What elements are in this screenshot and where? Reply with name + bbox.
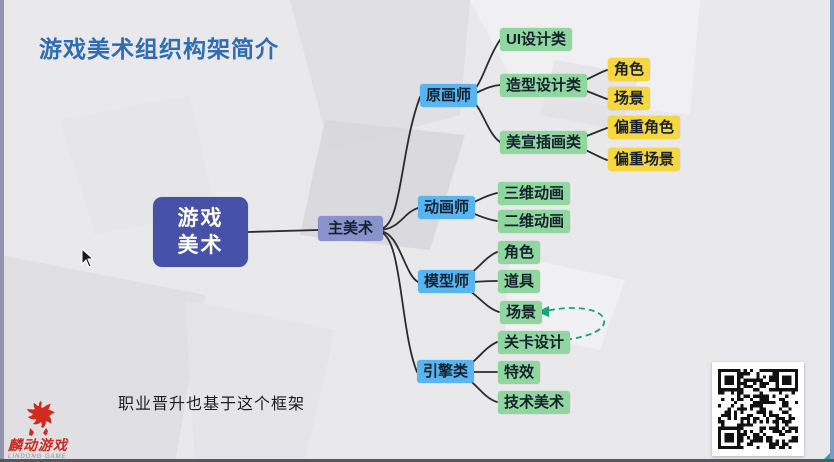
node-model-character[interactable]: 角色: [498, 241, 541, 264]
root-label-line2: 美术: [177, 234, 224, 257]
page-title: 游戏美术组织构架简介: [39, 36, 279, 62]
node-level-design[interactable]: 关卡设计: [498, 331, 571, 354]
node-concept-artist[interactable]: 原画师: [420, 84, 478, 107]
node-modeler[interactable]: 模型师: [418, 270, 476, 293]
footer-note: 职业晋升也基于这个框架: [118, 396, 306, 413]
node-promo-illustration[interactable]: 美宣插画类: [500, 131, 588, 154]
kirin-logo-icon: [27, 401, 55, 436]
node-tech-art[interactable]: 技术美术: [498, 391, 571, 414]
node-style-character[interactable]: 角色: [608, 58, 651, 81]
node-promo-character[interactable]: 偏重角色: [608, 116, 681, 139]
node-style-design[interactable]: 造型设计类: [500, 74, 588, 97]
corner-resize-arrow: [823, 451, 832, 460]
node-engine[interactable]: 引擎类: [417, 360, 475, 383]
node-model-props[interactable]: 道具: [498, 270, 541, 293]
slide-right-edge: [830, 0, 834, 462]
mouse-cursor: [81, 248, 94, 268]
node-3d-animation[interactable]: 三维动画: [498, 182, 571, 205]
root-label-line1: 游戏: [177, 207, 224, 230]
slide-left-edge: [0, 0, 4, 462]
node-ui-design[interactable]: UI设计类: [500, 28, 573, 51]
slide-bottom-edge: [0, 459, 834, 462]
node-animator[interactable]: 动画师: [418, 196, 476, 219]
node-promo-scene[interactable]: 偏重场景: [608, 148, 681, 171]
brand-logo: 麟动游戏 LINDONG GAME: [8, 398, 88, 460]
node-style-scene[interactable]: 场景: [608, 87, 651, 110]
node-2d-animation[interactable]: 二维动画: [498, 210, 571, 233]
node-model-scene[interactable]: 场景: [500, 301, 543, 324]
brand-name-en: LINDONG GAME: [8, 454, 67, 460]
brand-name-zh: 麟动游戏: [8, 437, 68, 453]
qr-code: [712, 362, 804, 456]
node-chief-artist[interactable]: 主美术: [318, 216, 384, 241]
node-game-art-root[interactable]: 游戏 美术: [153, 197, 248, 267]
node-vfx[interactable]: 特效: [498, 361, 541, 384]
